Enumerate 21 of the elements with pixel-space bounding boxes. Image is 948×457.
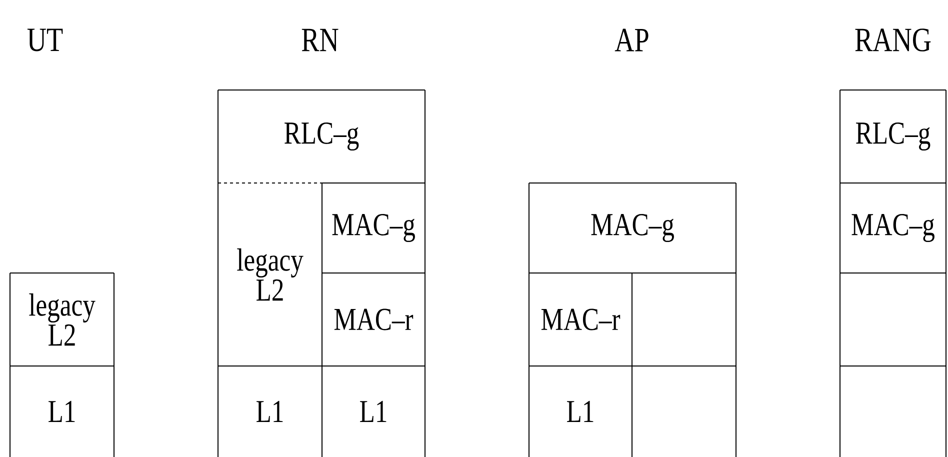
layer-cell: L1: [10, 366, 114, 457]
layer-cell: legacy L2: [218, 182, 322, 366]
layer-cell: MAC–r: [528, 272, 632, 366]
empty-cell: [632, 272, 736, 366]
layer-cell: L1: [528, 366, 632, 457]
column-heading: AP: [614, 28, 648, 52]
layer-cell: MAC–g: [840, 182, 946, 274]
layer-cell: RLC–g: [218, 90, 426, 184]
empty-cell: [840, 272, 946, 366]
layer-cell: RLC–g: [840, 90, 946, 184]
layer-cell: MAC–g: [528, 182, 736, 274]
column-heading: RANG: [855, 28, 931, 52]
layer-cell: MAC–r: [322, 272, 426, 366]
layer-cell: L1: [322, 366, 426, 457]
column-heading: RN: [302, 28, 338, 52]
layer-cell: L1: [218, 366, 322, 457]
empty-cell: [632, 366, 736, 457]
layer-cell: legacy L2: [10, 272, 114, 366]
column-heading: UT: [27, 28, 63, 52]
layer-cell: MAC–g: [322, 182, 426, 274]
empty-cell: [840, 366, 946, 457]
